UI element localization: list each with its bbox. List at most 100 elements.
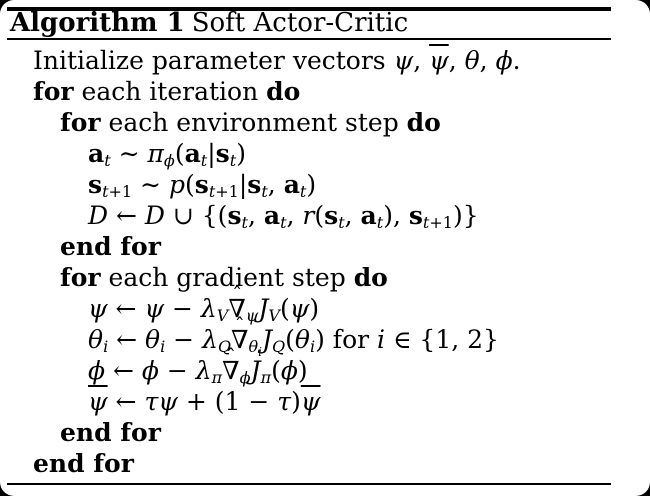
text-segment: Q bbox=[217, 337, 232, 356]
text-segment: end for bbox=[33, 449, 134, 478]
text-segment: a bbox=[88, 139, 105, 168]
hat-accent: ˆ bbox=[234, 313, 245, 337]
text-segment: ϕ bbox=[495, 46, 513, 75]
text-segment: s bbox=[194, 170, 209, 199]
algorithm-name: Soft Actor-Critic bbox=[191, 8, 409, 38]
text-segment: | bbox=[207, 139, 216, 168]
text-segment: r bbox=[302, 201, 315, 230]
text-segment: λ bbox=[200, 294, 217, 323]
algorithm-line-7: end for bbox=[0, 231, 650, 262]
text-segment: J bbox=[250, 356, 261, 385]
text-segment: t bbox=[376, 213, 384, 232]
text-segment: +1 bbox=[108, 182, 133, 201]
text-segment: + (1 − bbox=[177, 387, 278, 416]
text-segment: θ bbox=[294, 325, 310, 354]
text-segment: θ bbox=[248, 337, 259, 356]
text-segment: ( bbox=[184, 170, 195, 199]
nabla-symbol: ∇ bbox=[231, 325, 249, 354]
text-segment: , bbox=[344, 201, 361, 230]
text-segment: ψ bbox=[429, 46, 449, 75]
text-segment: ψ bbox=[158, 387, 178, 416]
text-segment: t bbox=[102, 182, 109, 201]
text-segment: t bbox=[229, 151, 237, 170]
text-segment: , bbox=[267, 170, 284, 199]
text-segment: end for bbox=[60, 418, 161, 447]
text-segment: ) bbox=[309, 294, 320, 323]
text-segment: each iteration bbox=[73, 77, 267, 106]
text-segment: ) for bbox=[315, 325, 378, 354]
text-segment: D bbox=[144, 201, 165, 230]
text-segment: for bbox=[33, 77, 74, 106]
text-segment: | bbox=[238, 170, 248, 199]
text-segment: − bbox=[164, 294, 201, 323]
text-segment: , bbox=[247, 201, 264, 230]
algorithm-line-6: D ← D ∪ {(st, at, r(st, at), st+1)} bbox=[0, 200, 650, 232]
text-segment: do bbox=[406, 108, 441, 137]
text-segment: ψ bbox=[144, 294, 165, 323]
algorithm-line-4: at ∼ πϕ(at|st) bbox=[0, 138, 650, 170]
text-segment: ψ bbox=[88, 294, 108, 323]
algorithm-line-1: Initialize parameter vectors ψ, ψ, θ, ϕ. bbox=[0, 45, 650, 76]
text-segment: s bbox=[247, 170, 262, 199]
text-segment: π bbox=[211, 368, 223, 387]
text-segment: J bbox=[258, 294, 269, 323]
text-segment: , bbox=[286, 201, 303, 230]
text-segment: t bbox=[208, 182, 216, 201]
text-segment: ← bbox=[107, 387, 145, 416]
text-segment: − bbox=[165, 325, 203, 354]
text-segment: ϕ bbox=[163, 151, 175, 170]
text-segment: π bbox=[147, 139, 164, 168]
text-segment: ) bbox=[297, 356, 308, 385]
text-segment: a bbox=[184, 139, 201, 168]
text-segment: each gradient step bbox=[100, 263, 354, 292]
text-segment: s bbox=[227, 201, 242, 230]
text-segment: i bbox=[103, 337, 109, 356]
text-segment: ψ bbox=[289, 294, 310, 323]
text-segment: a bbox=[283, 170, 300, 199]
algorithm-line-3: for each environment step do bbox=[0, 107, 650, 138]
text-segment: t bbox=[422, 213, 430, 232]
text-segment: +1 bbox=[429, 213, 453, 232]
text-segment: t bbox=[280, 213, 287, 232]
text-segment: ϕ bbox=[280, 356, 298, 385]
text-segment: ) bbox=[306, 170, 317, 199]
text-segment: ψ bbox=[300, 387, 321, 416]
text-segment: π bbox=[260, 368, 272, 387]
text-segment: i bbox=[258, 345, 262, 359]
text-segment: ψ bbox=[393, 46, 414, 75]
text-segment: λ bbox=[195, 356, 212, 385]
algorithm-line-8: for each gradient step do bbox=[0, 262, 650, 293]
nabla-hat-symbol: ˆ∇ bbox=[228, 284, 245, 324]
text-segment: λ bbox=[202, 325, 218, 354]
text-segment: J bbox=[262, 325, 273, 354]
text-segment: ← bbox=[105, 356, 142, 385]
text-segment: Q bbox=[272, 337, 286, 356]
text-segment: ψ bbox=[245, 306, 259, 325]
text-segment: ← bbox=[108, 201, 145, 230]
text-segment: for bbox=[60, 263, 101, 292]
text-segment: θ bbox=[88, 325, 104, 354]
bottom-rule bbox=[7, 483, 611, 485]
text-segment: s bbox=[88, 170, 103, 199]
text-segment: ) bbox=[236, 139, 246, 168]
text-segment: p bbox=[168, 170, 185, 199]
text-segment: ) bbox=[291, 387, 301, 416]
text-segment: t bbox=[200, 151, 208, 170]
algorithm-line-12: ψ ← τψ + (1 − τ)ψ bbox=[0, 386, 650, 417]
text-segment: a bbox=[360, 201, 377, 230]
text-segment: t bbox=[261, 182, 268, 201]
algorithm-line-14: end for bbox=[0, 448, 650, 479]
text-segment: s bbox=[408, 201, 423, 230]
text-segment: τ bbox=[277, 387, 292, 416]
text-segment: τ bbox=[144, 387, 159, 416]
algorithm-line-2: for each iteration do bbox=[0, 76, 650, 107]
top-rule bbox=[7, 7, 611, 11]
text-segment: a bbox=[263, 201, 281, 230]
text-segment: V bbox=[268, 306, 280, 325]
text-segment: t bbox=[299, 182, 307, 201]
text-segment: s bbox=[215, 139, 230, 168]
